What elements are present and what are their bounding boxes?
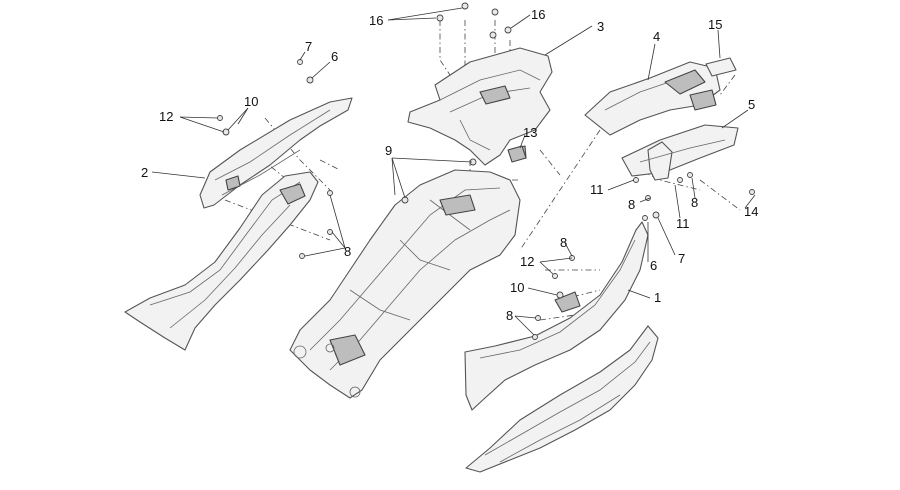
rear-bracket — [584, 61, 721, 136]
callout-12-right: 12 — [520, 254, 534, 269]
callout-8-right-mid: 8 — [560, 235, 567, 250]
callout-7-left: 7 — [305, 39, 312, 54]
callout-12-left: 12 — [159, 109, 173, 124]
callout-15: 15 — [708, 17, 722, 32]
callout-labels: 1 2 3 4 5 6 6 7 7 8 8 8 8 8 9 10 10 11 1… — [141, 7, 758, 323]
callout-2: 2 — [141, 165, 148, 180]
callout-1: 1 — [654, 290, 661, 305]
rear-tray — [407, 47, 553, 166]
leader-lines — [151, 7, 756, 336]
callout-16-left: 16 — [369, 13, 383, 28]
callout-11-right: 11 — [676, 216, 690, 231]
callout-3: 3 — [597, 19, 604, 34]
callout-8-right-upper: 8 — [628, 197, 635, 212]
callout-16-right: 16 — [531, 7, 545, 22]
callout-6-right: 6 — [650, 258, 657, 273]
reflector — [705, 57, 737, 77]
callout-14: 14 — [744, 204, 758, 219]
callout-8-bracket: 8 — [691, 195, 698, 210]
callout-8-right-lower: 8 — [506, 308, 513, 323]
license-plate-holder — [621, 124, 739, 181]
right-upper-side-cover — [464, 221, 649, 411]
callout-9: 9 — [385, 143, 392, 158]
callout-13: 13 — [523, 125, 537, 140]
callout-10-left: 10 — [244, 94, 258, 109]
clip-part — [507, 145, 527, 163]
callout-6-left: 6 — [331, 49, 338, 64]
callout-11-left: 11 — [590, 182, 604, 197]
left-upper-side-cover — [199, 97, 353, 209]
callout-7-right: 7 — [678, 251, 685, 266]
left-lower-fairing — [124, 171, 319, 351]
callout-5: 5 — [748, 97, 755, 112]
callout-8-left: 8 — [344, 244, 351, 259]
right-lower-fairing — [465, 325, 659, 473]
callout-10-right: 10 — [510, 280, 524, 295]
callout-4: 4 — [653, 29, 660, 44]
rear-frame — [289, 169, 521, 399]
